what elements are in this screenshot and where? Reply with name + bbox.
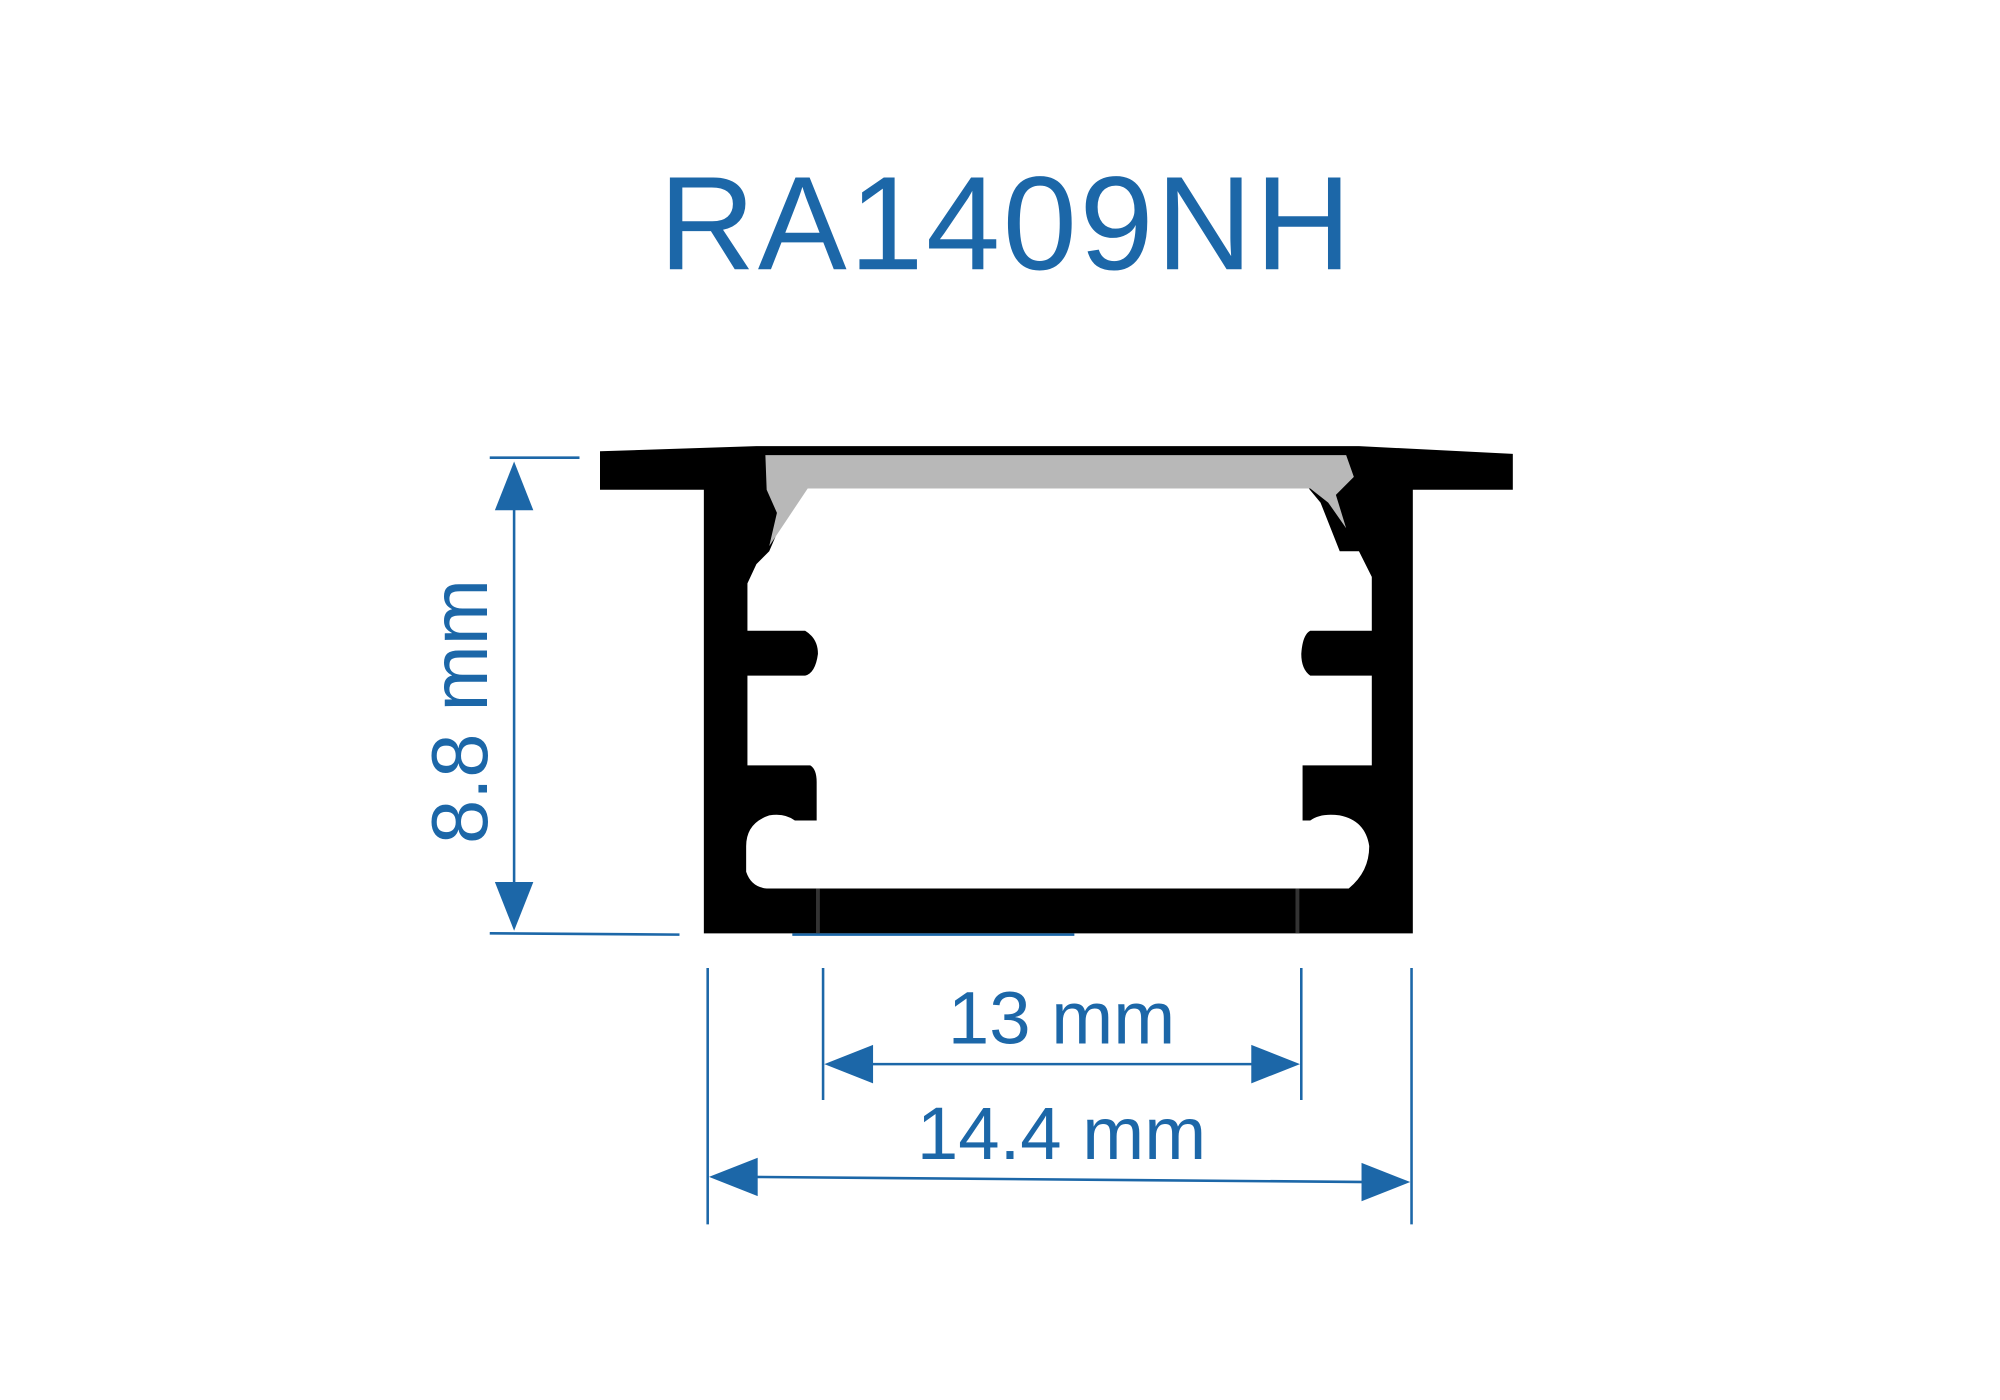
arrow-right-icon xyxy=(1251,1044,1300,1084)
arrow-up-icon xyxy=(494,461,534,511)
height-dimension xyxy=(489,456,680,936)
height-label: 8.8 mm xyxy=(415,579,504,844)
arrow-left-icon xyxy=(708,1157,758,1197)
profile-cavity xyxy=(746,487,1372,889)
inner-width-dimension xyxy=(821,967,1303,1100)
product-title: RA1409NH xyxy=(659,149,1354,298)
inner-width-label: 13 mm xyxy=(948,977,1175,1060)
aluminium-profile xyxy=(600,446,1513,934)
outer-width-dimension xyxy=(706,967,1413,1225)
arrow-down-icon xyxy=(494,882,534,931)
outer-width-label: 14.4 mm xyxy=(917,1092,1206,1175)
diffuser-cover xyxy=(765,455,1354,547)
arrow-right-icon xyxy=(1361,1162,1411,1202)
arrow-left-icon xyxy=(824,1044,874,1084)
